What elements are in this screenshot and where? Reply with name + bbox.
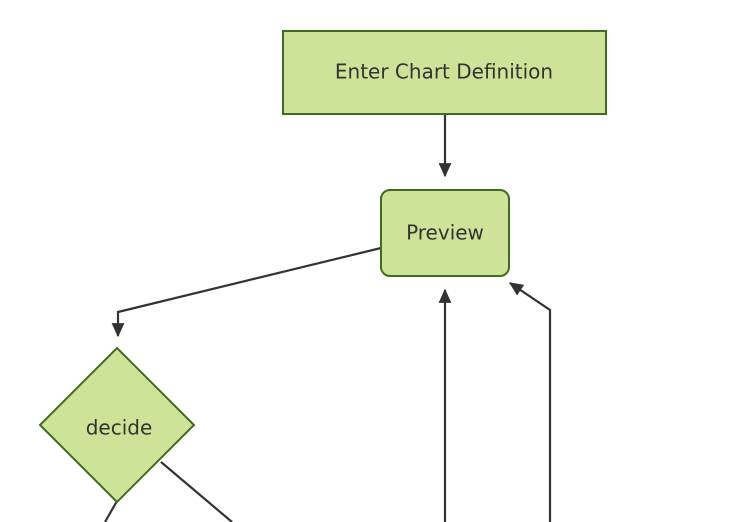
node-enter-chart-definition[interactable]: Enter Chart Definition	[282, 30, 607, 115]
node-preview-shape[interactable]	[380, 189, 510, 277]
node-layer: Enter Chart Definition Preview decide	[38, 30, 607, 504]
edge-preview-to-decide	[111, 246, 382, 338]
edge-decide-bottom-out	[104, 500, 118, 522]
node-enter-chart-definition-shape[interactable]	[282, 30, 607, 115]
node-decide-shape[interactable]	[38, 346, 196, 504]
node-preview-label: Preview	[406, 221, 484, 245]
node-decide[interactable]: decide	[38, 346, 196, 504]
edge-offscreen-to-preview-bottom-right	[508, 282, 552, 522]
node-decide-label: decide	[86, 416, 153, 440]
node-preview[interactable]: Preview	[380, 189, 510, 277]
edge-decide-right-out	[160, 461, 233, 522]
node-enter-chart-definition-label: Enter Chart Definition	[335, 60, 553, 84]
edge-layer	[104, 114, 552, 522]
